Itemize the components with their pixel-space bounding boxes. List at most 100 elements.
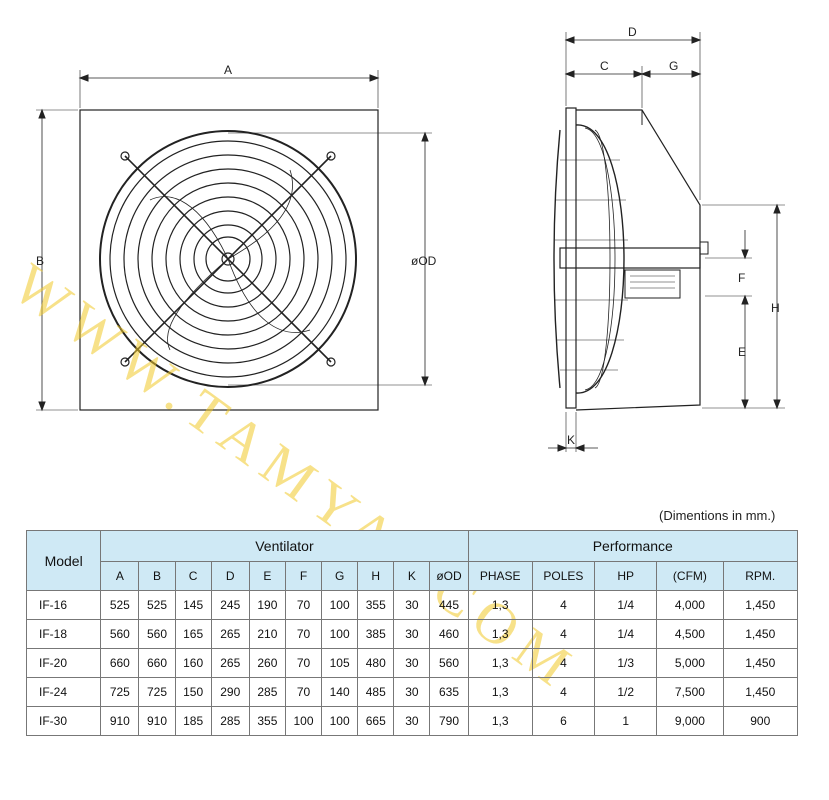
table-cell: 30: [393, 677, 431, 707]
table-cell: 245: [210, 590, 250, 620]
dim-label-f: F: [738, 271, 745, 285]
dim-label-d: D: [628, 25, 637, 39]
table-cell: 460: [429, 619, 469, 649]
table-cell: 4: [531, 619, 596, 649]
table-cell: 105: [321, 648, 359, 678]
table-cell: 185: [174, 706, 212, 736]
dim-label-g: G: [669, 59, 678, 73]
table-cell: 1: [594, 706, 658, 736]
table-cell: 100: [321, 706, 359, 736]
table-cell: 100: [284, 706, 323, 736]
dim-label-h: H: [771, 301, 780, 315]
model-cell: IF-24: [25, 677, 102, 707]
column-header: D: [210, 561, 250, 591]
table-cell: 290: [210, 677, 250, 707]
column-header: K: [393, 561, 431, 591]
table-cell: 560: [429, 648, 469, 678]
column-header: POLES: [531, 561, 596, 591]
table-cell: 100: [321, 619, 359, 649]
table-cell: 260: [248, 648, 286, 678]
table-cell: 4: [531, 590, 596, 620]
table-cell: 660: [138, 648, 176, 678]
table-cell: 160: [174, 648, 212, 678]
table-cell: 5,000: [656, 648, 724, 678]
table-cell: 30: [393, 619, 431, 649]
table-cell: 70: [284, 619, 323, 649]
table-cell: 140: [321, 677, 359, 707]
dim-label-b: B: [36, 254, 44, 268]
table-cell: 1,450: [722, 648, 799, 678]
dimensions-note: (Dimentions in mm.): [659, 508, 776, 523]
table-cell: 725: [138, 677, 176, 707]
table-cell: 190: [248, 590, 286, 620]
dim-label-k: K: [567, 433, 575, 447]
table-cell: 910: [138, 706, 176, 736]
table-cell: 560: [100, 619, 140, 649]
model-cell: IF-30: [25, 706, 102, 736]
table-cell: 385: [357, 619, 395, 649]
table-cell: 1/2: [594, 677, 658, 707]
column-header: øOD: [429, 561, 469, 591]
front-view: [36, 70, 432, 412]
table-cell: 30: [393, 590, 431, 620]
table-cell: 210: [248, 619, 286, 649]
table-cell: 285: [210, 706, 250, 736]
side-view: [548, 32, 785, 452]
table-cell: 6: [531, 706, 596, 736]
dim-label-e: E: [738, 345, 746, 359]
table-cell: 9,000: [656, 706, 724, 736]
model-cell: IF-20: [25, 648, 102, 678]
table-cell: 4: [531, 648, 596, 678]
table-cell: 355: [248, 706, 286, 736]
column-header: E: [248, 561, 286, 591]
table-cell: 265: [210, 648, 250, 678]
table-cell: 1,450: [722, 677, 799, 707]
column-header: H: [357, 561, 395, 591]
table-cell: 1/4: [594, 590, 658, 620]
table-cell: 1,3: [467, 677, 533, 707]
table-cell: 265: [210, 619, 250, 649]
column-header: G: [321, 561, 359, 591]
table-cell: 4,000: [656, 590, 724, 620]
table-cell: 1/3: [594, 648, 658, 678]
table-cell: 70: [284, 677, 323, 707]
table-cell: 910: [100, 706, 140, 736]
table-cell: 1,3: [467, 648, 533, 678]
column-header: RPM.: [722, 561, 799, 591]
table-cell: 4,500: [656, 619, 724, 649]
table-cell: 145: [174, 590, 212, 620]
dim-label-c: C: [600, 59, 609, 73]
table-cell: 1,3: [467, 706, 533, 736]
column-header: PHASE: [467, 561, 533, 591]
table-cell: 900: [722, 706, 799, 736]
table-cell: 150: [174, 677, 212, 707]
table-cell: 70: [284, 648, 323, 678]
table-cell: 525: [100, 590, 140, 620]
table-cell: 480: [357, 648, 395, 678]
table-cell: 1,450: [722, 590, 799, 620]
technical-drawing: A B øOD D C G F E H K: [36, 25, 785, 452]
column-header: (CFM): [656, 561, 724, 591]
table-cell: 4: [531, 677, 596, 707]
table-cell: 100: [321, 590, 359, 620]
table-cell: 30: [393, 706, 431, 736]
table-cell: 1,3: [467, 590, 533, 620]
table-cell: 1/4: [594, 619, 658, 649]
performance-header: Performance: [467, 530, 799, 562]
table-cell: 7,500: [656, 677, 724, 707]
table-cell: 1,450: [722, 619, 799, 649]
table-cell: 165: [174, 619, 212, 649]
table-cell: 30: [393, 648, 431, 678]
column-header: A: [100, 561, 140, 591]
table-cell: 560: [138, 619, 176, 649]
table-cell: 725: [100, 677, 140, 707]
table-cell: 70: [284, 590, 323, 620]
table-cell: 445: [429, 590, 469, 620]
table-cell: 660: [100, 648, 140, 678]
